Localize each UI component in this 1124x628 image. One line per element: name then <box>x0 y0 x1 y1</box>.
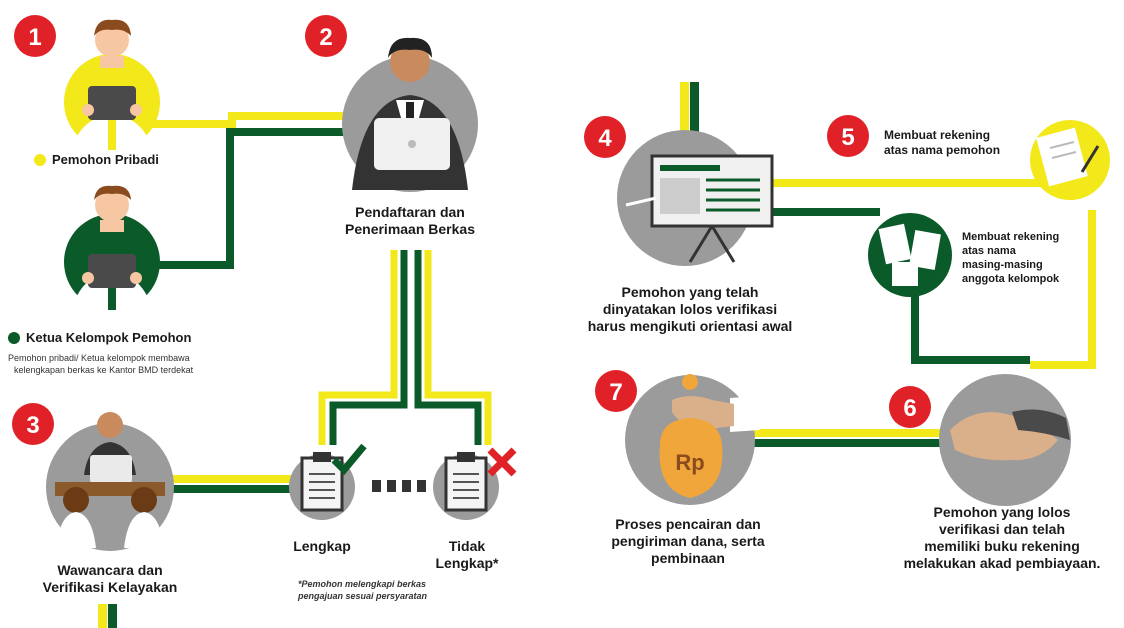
step-badge-7 <box>595 370 637 412</box>
line-top-green <box>690 82 699 132</box>
group-account-line4: anggota kelompok <box>962 273 1060 285</box>
document-icon <box>878 223 912 265</box>
step7-label-line2: pengiriman dana, serta <box>611 533 765 549</box>
line-personal-to-registration <box>145 112 352 128</box>
step1-note-line2: kelengkapan berkas ke Kantor BMD terdeka… <box>14 365 194 375</box>
footnote-line2: pengajuan sesuai persyaratan <box>298 591 428 601</box>
line-account-to-contract <box>1030 210 1096 369</box>
step3-label-line1: Wawancara dan <box>57 562 163 578</box>
line-group-to-contract <box>911 290 1030 364</box>
legend-leader: Ketua Kelompok Pemohon <box>8 330 191 345</box>
step-number-4: 4 <box>598 125 612 152</box>
step5-label: Membuat rekening atas nama pemohon <box>884 128 1044 158</box>
step-number-6: 6 <box>903 395 916 422</box>
personal-applicant-node <box>64 19 160 150</box>
step6-label-line2: verifikasi dan telah <box>938 521 1066 537</box>
line-registration-to-complete-green <box>329 250 408 445</box>
step-number-7: 7 <box>609 379 622 406</box>
incomplete-docs-node <box>433 447 517 520</box>
step7-label: Proses pencairan dan pengiriman dana, se… <box>588 516 788 567</box>
rupiah-symbol: Rp <box>675 450 704 475</box>
line-leader-to-registration <box>150 128 352 269</box>
step-number-3: 3 <box>26 412 39 439</box>
interview-node <box>46 412 174 551</box>
legend-personal-label: Pemohon Pribadi <box>52 152 159 167</box>
step-badge-1 <box>14 15 56 57</box>
line-registration-to-complete-yellow <box>318 250 398 445</box>
step-badge-5 <box>827 115 869 157</box>
yellow-dot-icon <box>34 153 46 166</box>
cross-icon <box>487 447 517 477</box>
step7-label-line1: Proses pencairan dan <box>615 516 761 532</box>
group-leader-node <box>64 185 160 310</box>
step2-label: Pendaftaran dan Penerimaan Berkas <box>320 204 500 238</box>
check-icon <box>331 443 367 476</box>
disbursement-node <box>625 374 760 505</box>
step4-label-line2: dinyatakan lolos verifikasi <box>602 301 778 317</box>
step-number-2: 2 <box>319 24 332 51</box>
complete-docs-node <box>289 443 367 520</box>
step-badges <box>12 15 931 445</box>
step-number-1: 1 <box>28 24 41 51</box>
step-badge-4 <box>584 116 626 158</box>
group-account-line1: Membuat rekening <box>962 231 1060 243</box>
money-bag-icon <box>659 418 723 498</box>
incomplete-label-line2: Lengkap* <box>435 555 499 571</box>
step7-label-line3: pembinaan <box>651 550 725 566</box>
step2-label-line2: Penerimaan Berkas <box>345 221 475 237</box>
legend-personal: Pemohon Pribadi <box>34 152 159 167</box>
step-number-5: 5 <box>841 124 854 151</box>
step4-label: Pemohon yang telah dinyatakan lolos veri… <box>560 284 820 335</box>
laptop-icon <box>90 455 132 483</box>
step6-label-line1: Pemohon yang lolos <box>933 504 1071 520</box>
line-registration-to-incomplete-green <box>414 250 482 445</box>
footnote: *Pemohon melengkapi berkas pengajuan ses… <box>298 578 498 602</box>
tablet-icon <box>88 86 136 120</box>
orientation-node <box>617 130 774 266</box>
registration-node <box>342 37 478 192</box>
complete-label: Lengkap <box>293 538 351 554</box>
step-badge-3 <box>12 403 54 445</box>
pen-icon <box>1080 145 1100 173</box>
incomplete-label: Tidak Lengkap* <box>422 538 512 572</box>
document-icon <box>1036 127 1088 187</box>
step5-label-line1: Membuat rekening <box>884 128 991 142</box>
group-account-label: Membuat rekening atas nama masing-masing… <box>962 230 1092 286</box>
connector-lines <box>98 82 1096 628</box>
step6-label: Pemohon yang lolos verifikasi dan telah … <box>880 504 1124 572</box>
step4-label-line1: Pemohon yang telah <box>621 284 759 300</box>
incomplete-label-line1: Tidak <box>448 538 486 554</box>
step1-note-line1: Pemohon pribadi/ Ketua kelompok membawa <box>8 353 190 363</box>
step-badge-2 <box>305 15 347 57</box>
line-registration-to-incomplete-yellow <box>424 250 492 445</box>
contract-node <box>939 374 1071 506</box>
step6-label-line3: memiliki buku rekening <box>924 538 1080 554</box>
line-bottom-yellow <box>98 604 107 628</box>
legend-leader-label: Ketua Kelompok Pemohon <box>26 330 192 345</box>
line-top-yellow <box>680 82 689 132</box>
footnote-line1: *Pemohon melengkapi berkas <box>298 579 427 589</box>
group-account-line2: atas nama <box>962 245 1016 257</box>
step3-label-line2: Verifikasi Kelayakan <box>42 579 178 595</box>
green-dot-icon <box>8 331 20 344</box>
step5-label-line2: atas nama pemohon <box>884 143 1001 157</box>
line-bottom-green <box>108 604 117 628</box>
step-badge-6 <box>889 386 931 428</box>
step1-note: Pemohon pribadi/ Ketua kelompok membawa … <box>8 352 258 376</box>
group-account-line3: masing-masing <box>962 259 1043 271</box>
personal-account-node <box>1030 120 1110 200</box>
step6-label-line4: melakukan akad pembiayaan. <box>903 555 1101 571</box>
step4-label-line3: harus mengikuti orientasi awal <box>587 318 793 334</box>
tablet-icon <box>88 254 136 288</box>
group-account-node <box>868 213 952 297</box>
step3-label: Wawancara dan Verifikasi Kelayakan <box>20 562 200 596</box>
step2-label-line1: Pendaftaran dan <box>355 204 465 220</box>
